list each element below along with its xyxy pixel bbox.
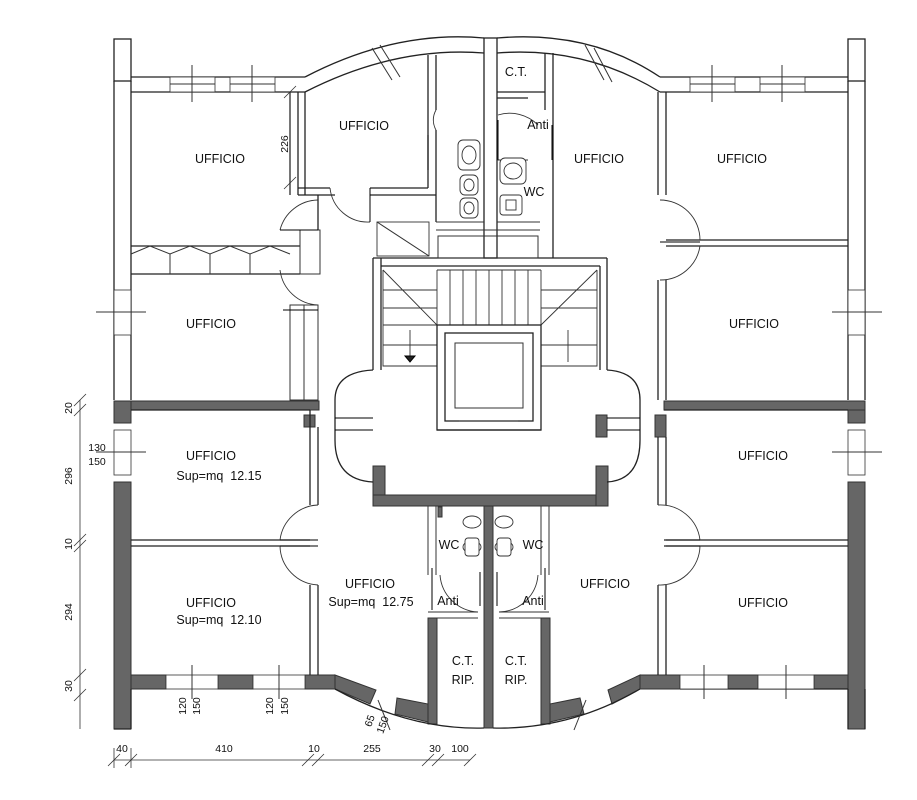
lobby: [334, 369, 641, 483]
upper-partitions: [130, 53, 848, 401]
dim-bottom-30: 30: [429, 743, 441, 755]
label-uff-b-sup: Sup=mq 12.10: [176, 613, 261, 627]
lower-walls: [114, 409, 866, 730]
room-labels: UFFICIO UFFICIO C.T. Anti WC UFFICIO UFF…: [176, 65, 788, 687]
label-anti-top: Anti: [527, 118, 549, 132]
label-uff-right-lower-1: UFFICIO: [738, 449, 788, 463]
dim-left-10: 10: [63, 538, 75, 550]
label-uff-top-right-inner: UFFICIO: [574, 152, 624, 166]
stair-and-lift: [382, 269, 598, 431]
dimension-lines: [73, 85, 477, 768]
exterior-walls: [113, 36, 866, 400]
dim-bottom-410: 410: [215, 743, 233, 755]
label-wc-left: WC: [439, 538, 460, 552]
dim-left-296: 296: [63, 467, 75, 485]
label-uff-a-sup: Sup=mq 12.15: [176, 469, 261, 483]
dim-bottom-10: 10: [308, 743, 320, 755]
label-ct-rip-right-2: RIP.: [505, 673, 528, 687]
label-uff-c: UFFICIO: [345, 577, 395, 591]
dim-bottom-40: 40: [116, 743, 128, 755]
dim-left-30: 30: [63, 680, 75, 692]
label-uff-mid-right: UFFICIO: [729, 317, 779, 331]
label-anti-left: Anti: [437, 594, 459, 608]
dim-win2-150: 150: [279, 697, 291, 715]
dim-left-130: 130: [88, 442, 106, 454]
dimension-labels: 226 20 130 150 296 10 294 30 40 410 10 2…: [63, 135, 469, 755]
dim-bottom-255: 255: [363, 743, 381, 755]
sanitary-fixtures: [457, 139, 527, 557]
label-uff-top-center: UFFICIO: [339, 119, 389, 133]
label-uff-mid-left: UFFICIO: [186, 317, 236, 331]
label-uff-a: UFFICIO: [186, 449, 236, 463]
dim-left-20: 20: [63, 402, 75, 414]
label-anti-right: Anti: [522, 594, 544, 608]
dim-win3-65: 65: [363, 713, 378, 728]
label-ct-rip-right-1: C.T.: [505, 654, 527, 668]
label-ct-rip-left-2: RIP.: [452, 673, 475, 687]
label-wc-right: WC: [523, 538, 544, 552]
dim-win1-120: 120: [177, 697, 189, 715]
dim-win1-150: 150: [191, 697, 203, 715]
label-uff-bottom-center-right: UFFICIO: [580, 577, 630, 591]
label-ct-rip-left-1: C.T.: [452, 654, 474, 668]
doors: [279, 109, 701, 613]
label-uff-c-sup: Sup=mq 12.75: [328, 595, 413, 609]
dim-left-150: 150: [88, 456, 106, 468]
dim-bottom-100: 100: [451, 743, 469, 755]
dim-226: 226: [279, 135, 291, 153]
label-uff-top-left: UFFICIO: [195, 152, 245, 166]
label-ct-top: C.T.: [505, 65, 527, 79]
label-uff-b: UFFICIO: [186, 596, 236, 610]
windows: [96, 44, 882, 731]
dim-win2-120: 120: [264, 697, 276, 715]
label-uff-top-right: UFFICIO: [717, 152, 767, 166]
dim-left-294: 294: [63, 603, 75, 621]
dim-win3-150: 150: [375, 715, 392, 736]
label-wc-top: WC: [524, 185, 545, 199]
label-uff-right-lower-2: UFFICIO: [738, 596, 788, 610]
